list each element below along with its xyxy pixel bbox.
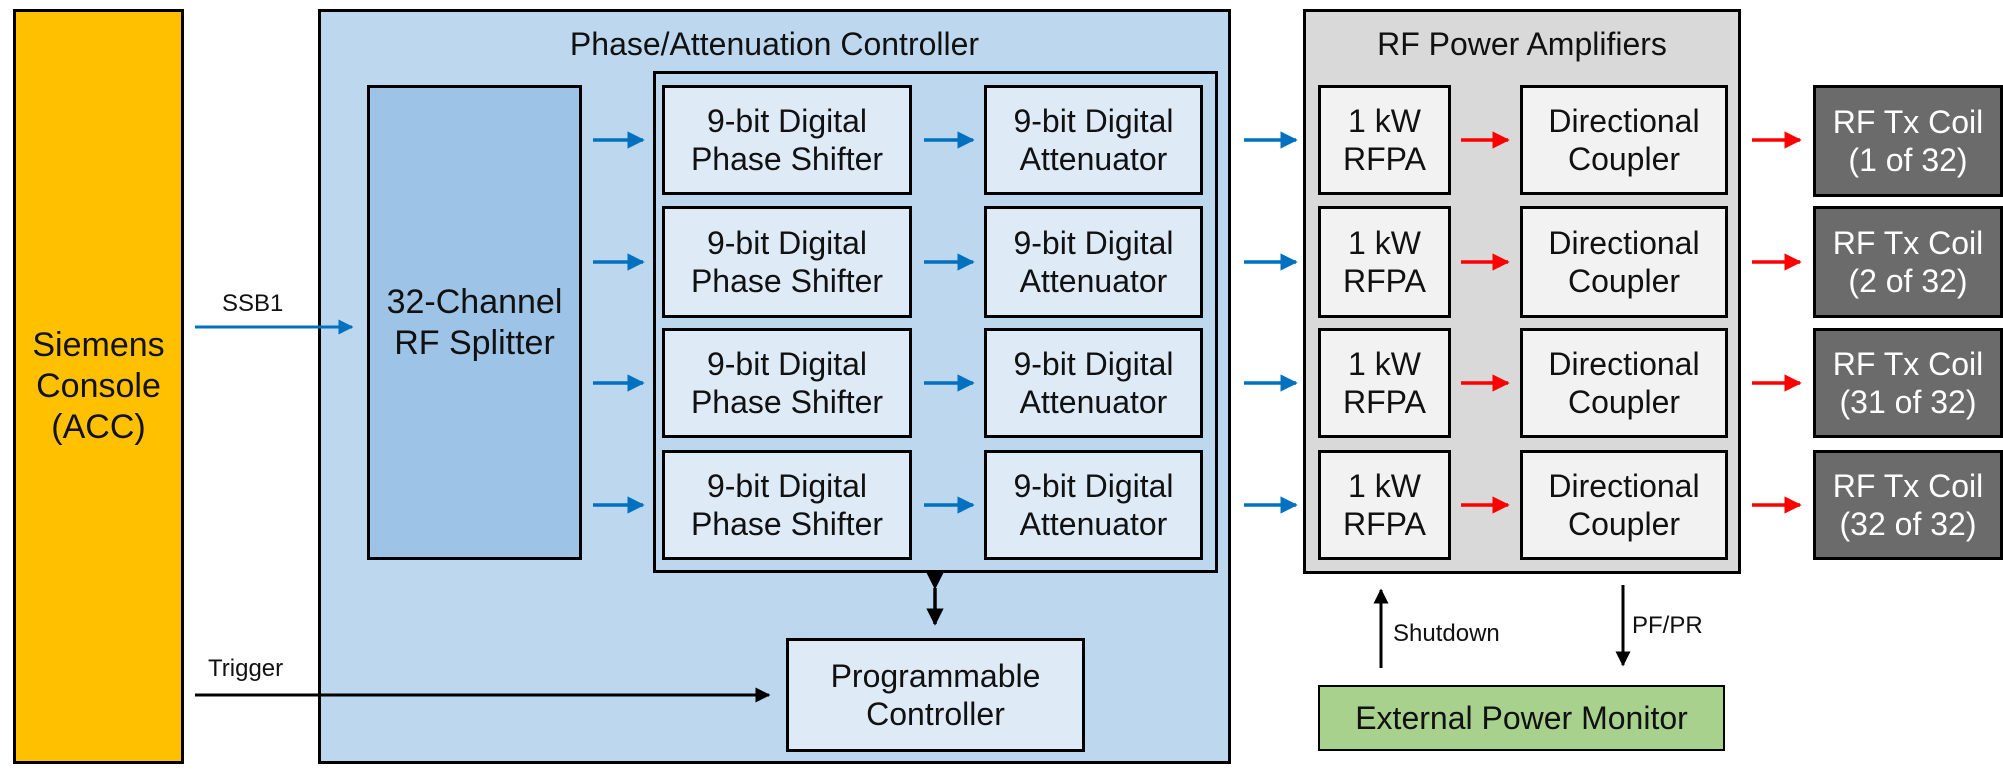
rf-power-amplifiers-title: RF Power Amplifiers [1377,26,1667,62]
directional-coupler-3-label: Directional Coupler [1548,345,1700,420]
attenuator-3-label: 9-bit Digital Attenuator [1013,345,1174,420]
siemens-console-block: Siemens Console (ACC) [13,9,184,764]
pfpr-signal-label: PF/PR [1632,612,1703,639]
attenuator-4-label: 9-bit Digital Attenuator [1013,467,1174,542]
rf-tx-coil-2: RF Tx Coil (2 of 32) [1813,206,2003,318]
rf-splitter-label: 32-Channel RF Splitter [386,282,563,362]
phase-shifter-2-label: 9-bit Digital Phase Shifter [690,224,884,299]
attenuator-2-label: 9-bit Digital Attenuator [1013,224,1174,299]
ssb1-signal-label: SSB1 [222,290,284,317]
rfpa-2: 1 kW RFPA [1318,206,1451,318]
attenuator-3: 9-bit Digital Attenuator [984,328,1203,438]
directional-coupler-4-label: Directional Coupler [1548,467,1700,542]
phase-shifter-1-label: 9-bit Digital Phase Shifter [690,102,884,177]
rf-tx-coil-32: RF Tx Coil (32 of 32) [1813,450,2003,560]
rf-tx-coil-31: RF Tx Coil (31 of 32) [1813,328,2003,438]
phase-shifter-2: 9-bit Digital Phase Shifter [662,206,912,318]
rf-tx-coil-31-label: RF Tx Coil (31 of 32) [1832,345,1984,420]
external-power-monitor-label: External Power Monitor [1355,699,1688,736]
phase-shifter-1: 9-bit Digital Phase Shifter [662,85,912,195]
directional-coupler-1: Directional Coupler [1520,85,1728,195]
directional-coupler-4: Directional Coupler [1520,450,1728,560]
rf-tx-coil-1: RF Tx Coil (1 of 32) [1813,85,2003,197]
programmable-controller-block: Programmable Controller [786,638,1085,752]
directional-coupler-2: Directional Coupler [1520,206,1728,318]
rfpa-4: 1 kW RFPA [1318,450,1451,560]
shutdown-signal-label: Shutdown [1393,620,1500,647]
siemens-console-label: Siemens Console (ACC) [32,326,165,446]
attenuator-2: 9-bit Digital Attenuator [984,206,1203,318]
rfpa-4-label: 1 kW RFPA [1343,467,1426,542]
rfpa-2-label: 1 kW RFPA [1343,224,1426,299]
rfpa-3-label: 1 kW RFPA [1343,345,1426,420]
phase-shifter-4: 9-bit Digital Phase Shifter [662,450,912,560]
phase-shifter-3: 9-bit Digital Phase Shifter [662,328,912,438]
rfpa-3: 1 kW RFPA [1318,328,1451,438]
attenuator-4: 9-bit Digital Attenuator [984,450,1203,560]
rf-tx-coil-32-label: RF Tx Coil (32 of 32) [1832,467,1984,542]
phase-shifter-4-label: 9-bit Digital Phase Shifter [690,467,884,542]
external-power-monitor-block: External Power Monitor [1318,685,1725,751]
trigger-signal-label: Trigger [208,655,284,682]
phase-shifter-3-label: 9-bit Digital Phase Shifter [690,345,884,420]
directional-coupler-3: Directional Coupler [1520,328,1728,438]
rfpa-1: 1 kW RFPA [1318,85,1451,195]
programmable-controller-label: Programmable Controller [830,657,1041,732]
attenuator-1-label: 9-bit Digital Attenuator [1013,102,1174,177]
rf-tx-coil-2-label: RF Tx Coil (2 of 32) [1832,224,1984,299]
rf-splitter-block: 32-Channel RF Splitter [367,85,582,560]
phase-attenuation-controller-title: Phase/Attenuation Controller [569,26,980,62]
rfpa-1-label: 1 kW RFPA [1343,102,1426,177]
attenuator-1: 9-bit Digital Attenuator [984,85,1203,195]
directional-coupler-1-label: Directional Coupler [1548,102,1700,177]
directional-coupler-2-label: Directional Coupler [1548,224,1700,299]
rf-tx-coil-1-label: RF Tx Coil (1 of 32) [1832,103,1984,178]
